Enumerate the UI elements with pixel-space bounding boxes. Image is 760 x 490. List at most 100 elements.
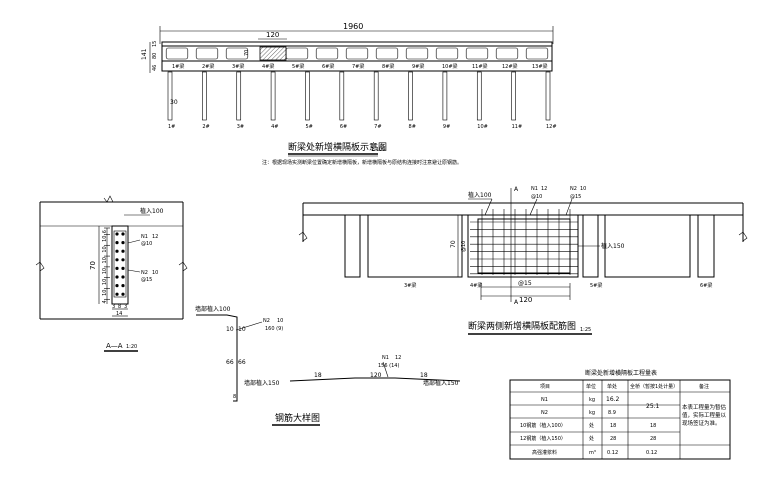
elev-v-spacing: @10 bbox=[461, 241, 467, 252]
aa-left-dim: 4 bbox=[102, 300, 108, 303]
rebar-dot bbox=[121, 232, 125, 236]
rebar-dot bbox=[115, 275, 119, 279]
section-aa: 植入100 N1 12 @10 N2 10 @15 70 61010101010… bbox=[35, 195, 188, 352]
new-diaphragm-hatch bbox=[259, 46, 287, 61]
beam-void bbox=[405, 47, 429, 60]
th-item: 项目 bbox=[540, 384, 550, 390]
a-bottom: A bbox=[514, 299, 519, 306]
elevation: 3#梁 4#梁 5#梁 6#梁 A A 植入100 N1 12 @10 N2 1… bbox=[298, 186, 748, 335]
elev-dim-70: 70 bbox=[450, 240, 457, 248]
beam-void bbox=[435, 47, 459, 60]
beam-6: 6#梁 bbox=[700, 282, 712, 289]
beam-void bbox=[525, 47, 549, 60]
aa-left-dim: 10 bbox=[102, 290, 108, 296]
aa-bdim-1: 3 bbox=[112, 304, 115, 310]
aa-plant-label: 植入100 bbox=[140, 207, 164, 215]
rebar-dot bbox=[115, 292, 119, 296]
beam-label: 4#梁 bbox=[262, 63, 274, 70]
beam-void bbox=[495, 47, 519, 60]
rebar-detail: 墙部植入100 10 10 N2 10 160 (9) 66 66 8 墙部植入… bbox=[195, 305, 461, 426]
beam-label: 1#梁 bbox=[172, 63, 184, 70]
td-r5-single: 0.12 bbox=[607, 450, 618, 456]
rd-plant150-right: 墙部植入150 bbox=[423, 379, 459, 387]
aa-left-dim: 10 bbox=[102, 268, 108, 274]
beam-label: 11#梁 bbox=[472, 63, 488, 70]
pier bbox=[476, 71, 482, 121]
beam-label: 10#梁 bbox=[442, 63, 458, 70]
elev-n2: N2 bbox=[570, 186, 577, 192]
aa-n1-spacing: @10 bbox=[141, 241, 152, 247]
td-r4-total: 28 bbox=[650, 436, 656, 442]
rebar-dot bbox=[121, 241, 125, 245]
pier bbox=[202, 71, 207, 121]
pier-label: 7# bbox=[374, 124, 381, 130]
dim-70: 70 bbox=[244, 50, 250, 56]
aa-n2-dia: 10 bbox=[152, 270, 158, 276]
pier-label: 11# bbox=[512, 124, 523, 130]
rebar-dot bbox=[121, 292, 125, 296]
td-r4-item: 12钢筋（植入150） bbox=[520, 435, 566, 442]
beam-label: 2#梁 bbox=[202, 63, 214, 70]
rebar-dot bbox=[121, 249, 125, 253]
td-r1-single: 16.2 bbox=[606, 396, 620, 403]
pier bbox=[442, 71, 448, 121]
aa-caption-scale: 1:20 bbox=[126, 344, 137, 350]
beam-label: 3#梁 bbox=[232, 63, 244, 70]
dim-141: 141 bbox=[141, 48, 148, 60]
pier-label: 3# bbox=[237, 124, 244, 130]
aa-n2: N2 bbox=[141, 270, 148, 276]
beam-3: 3#梁 bbox=[404, 282, 416, 289]
dim-seg-width: 120 bbox=[266, 31, 279, 39]
rd-d120: 120 bbox=[370, 372, 382, 379]
aa-caption: A—A bbox=[106, 342, 123, 350]
beam-label: 12#梁 bbox=[502, 63, 518, 70]
td-r2-single: 8.9 bbox=[608, 410, 616, 416]
elev-n1-dia: 12 bbox=[541, 186, 547, 192]
pier bbox=[511, 71, 516, 121]
top-view-scale: 1:100 bbox=[371, 147, 385, 153]
qty-title: 断梁处新增横隔板工程量表 bbox=[585, 369, 657, 377]
rd-caption: 钢筋大样图 bbox=[275, 412, 320, 424]
beam-void bbox=[165, 47, 189, 60]
td-r4-single: 28 bbox=[610, 436, 616, 442]
rd-d18a: 18 bbox=[314, 372, 322, 379]
td-r3-item: 10钢筋（植入100） bbox=[520, 422, 566, 429]
rebar-dot bbox=[115, 284, 119, 288]
beam-void bbox=[315, 47, 339, 60]
dim-30: 30 bbox=[170, 99, 178, 106]
rd-plant100: 墙部植入100 bbox=[195, 305, 231, 313]
aa-bdim-2: 8 bbox=[118, 304, 121, 310]
pier bbox=[545, 71, 551, 121]
beam-label: 7#梁 bbox=[352, 63, 364, 70]
pier-label: 5# bbox=[305, 124, 312, 130]
rd-n2-len: 160 (9) bbox=[265, 326, 283, 332]
rd-n1-dia: 12 bbox=[395, 355, 401, 361]
beam-void bbox=[285, 47, 309, 60]
rd-d10a: 10 bbox=[226, 326, 234, 333]
rd-d18b: 18 bbox=[420, 372, 428, 379]
elev-caption: 断梁两侧新增横隔板配筋图 bbox=[468, 320, 576, 332]
th-remark: 备注 bbox=[699, 383, 709, 390]
aa-n1-dia: 12 bbox=[152, 234, 158, 240]
aa-dim-70: 70 bbox=[89, 261, 97, 270]
pier bbox=[305, 71, 310, 121]
rebar-dot bbox=[115, 241, 119, 245]
rd-d66b: 66 bbox=[238, 359, 246, 366]
aa-left-dim: 10 bbox=[102, 246, 108, 252]
td-r1-item: N1 bbox=[541, 397, 548, 403]
td-r5-total: 0.12 bbox=[646, 450, 657, 456]
aa-left-dim: 10 bbox=[102, 257, 108, 263]
td-r3-total: 18 bbox=[650, 423, 656, 429]
pier bbox=[167, 71, 173, 121]
td-r3-single: 18 bbox=[610, 423, 616, 429]
elev-width: 120 bbox=[519, 296, 532, 304]
rd-plant150-left: 墙部植入150 bbox=[244, 379, 280, 387]
aa-left-dim: 10 bbox=[102, 236, 108, 242]
rd-d10b: 10 bbox=[238, 326, 246, 333]
th-unit: 单位 bbox=[586, 383, 596, 390]
dim-15: 15 bbox=[152, 41, 158, 47]
top-view-note: 注：根据现场实测断梁位置确定新增横隔板，新增横隔板与原结构连接时注意避让原钢筋。 bbox=[262, 159, 462, 166]
td-r5-unit: m³ bbox=[589, 450, 596, 456]
pier-label: 6# bbox=[340, 124, 347, 130]
aa-bdim-total: 14 bbox=[116, 311, 122, 317]
